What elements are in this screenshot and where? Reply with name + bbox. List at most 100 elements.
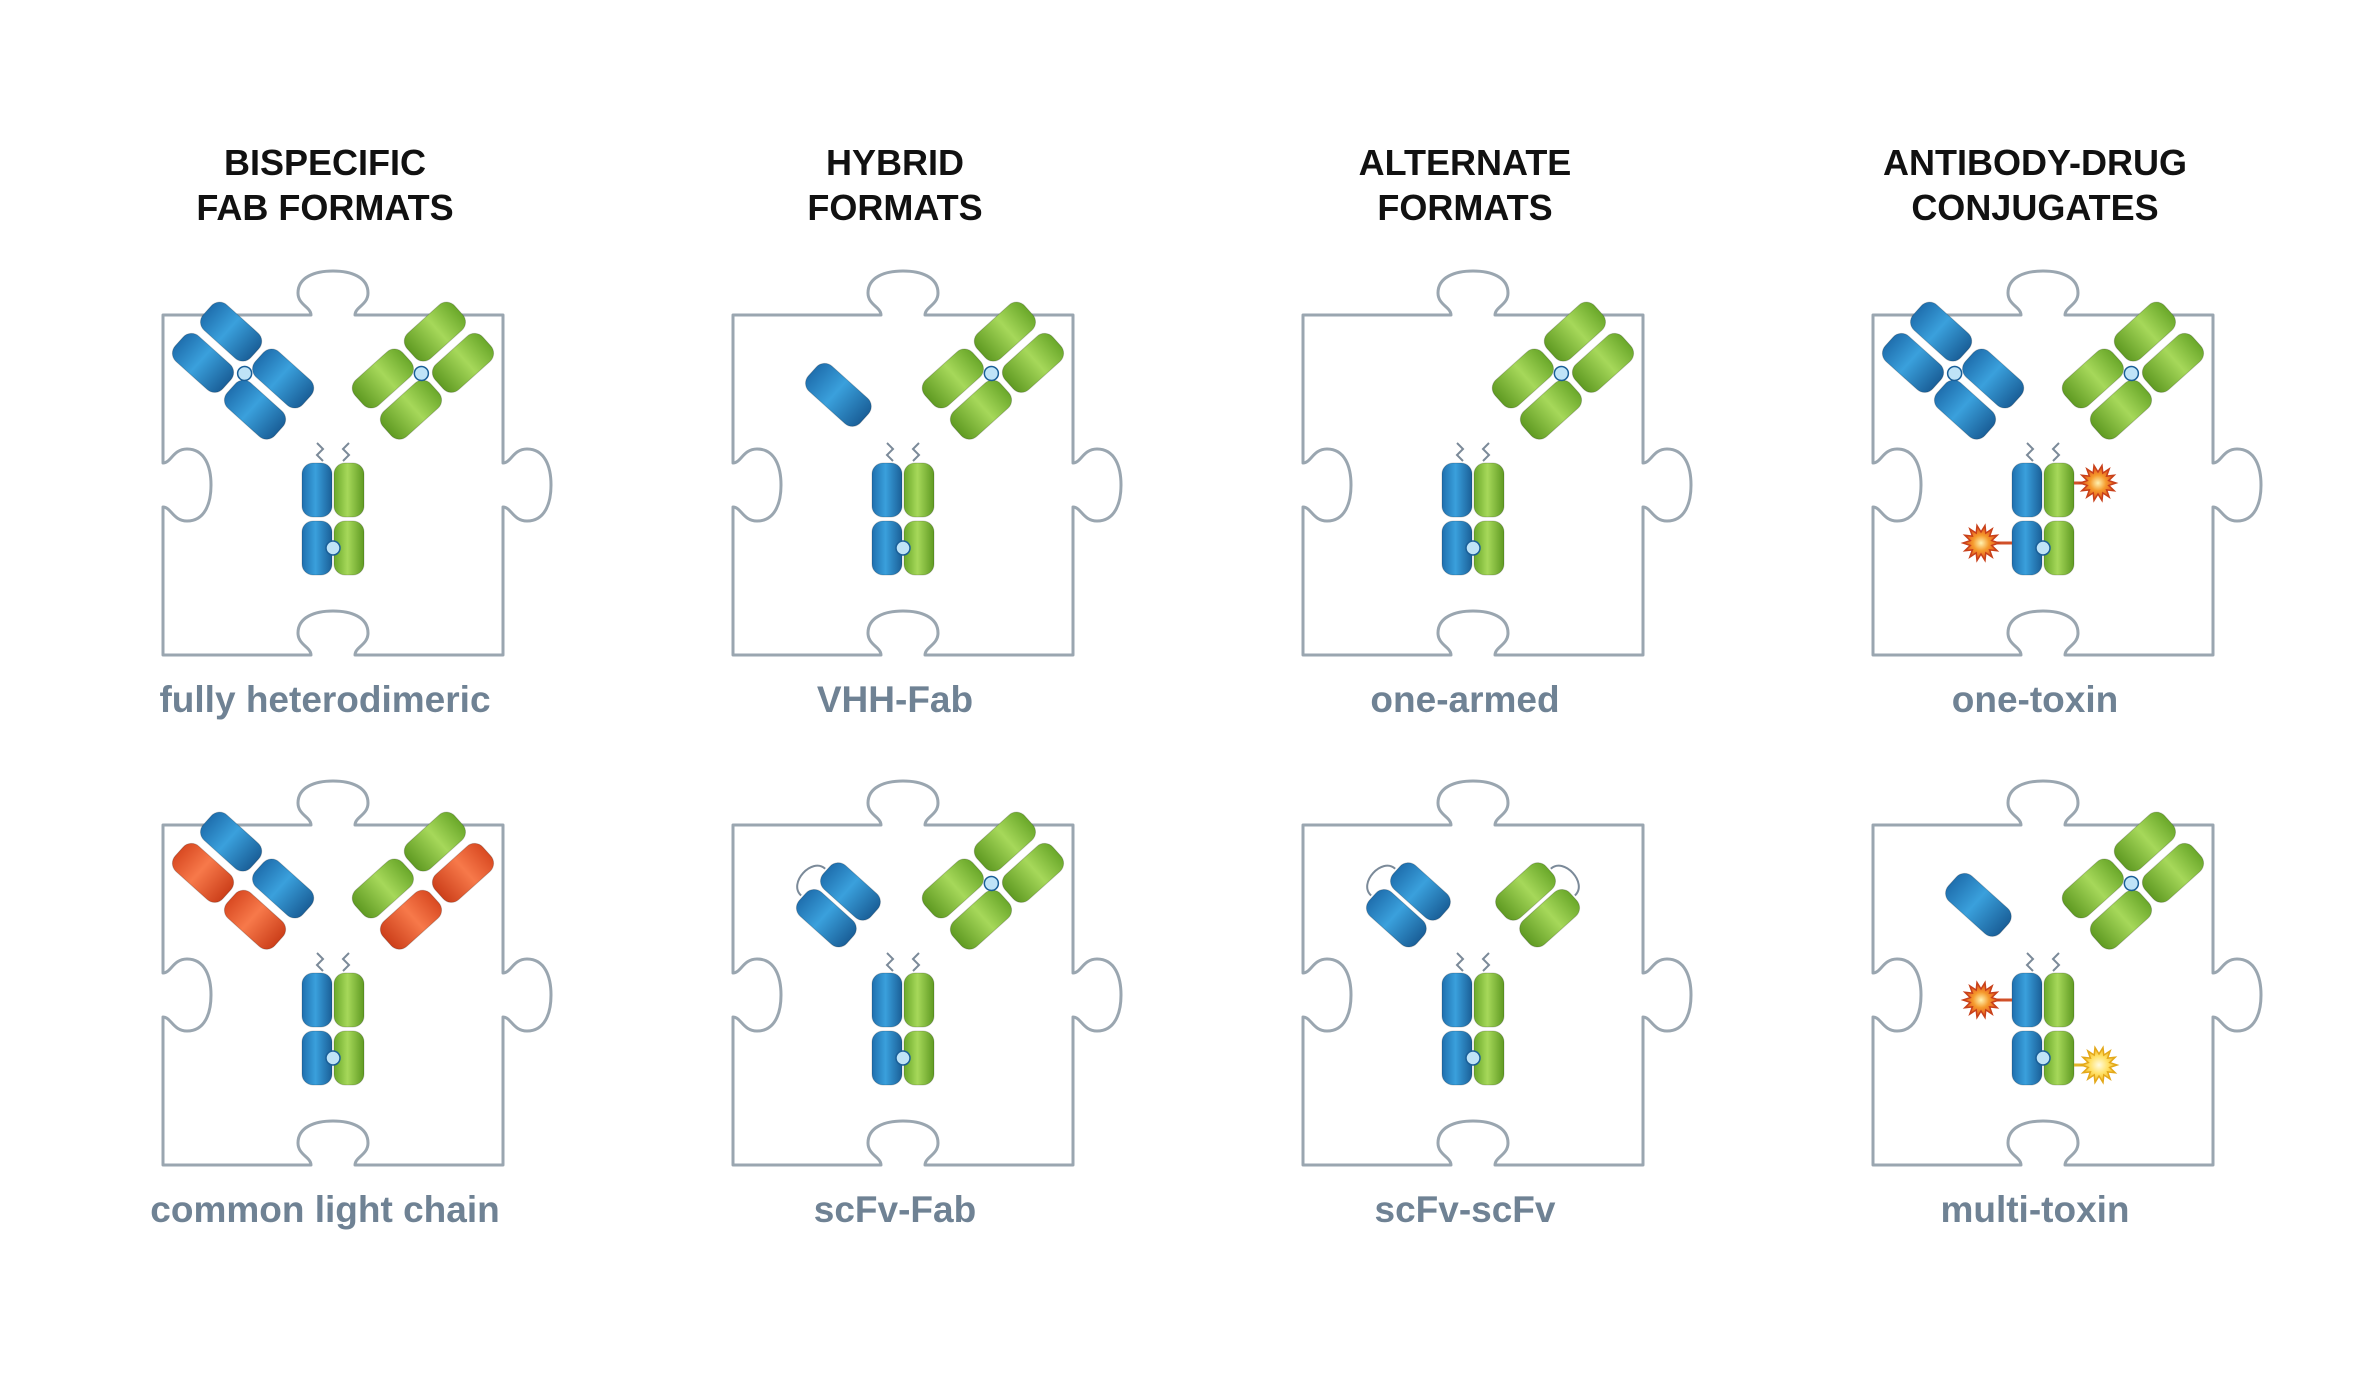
right-arm (921, 301, 1065, 440)
disulfide-dot (1946, 365, 1963, 382)
right-arm (1491, 301, 1635, 440)
heavy-domain (252, 858, 315, 919)
fc-knob (1465, 540, 1481, 556)
format-tile (161, 779, 553, 1167)
left-arm (171, 301, 315, 440)
light-domain (1001, 332, 1065, 393)
column-title: HYBRID (826, 142, 964, 183)
format-tile (731, 269, 1123, 657)
right-arm (921, 811, 1065, 950)
light-domain (1519, 379, 1583, 440)
scfv-domain (1495, 862, 1556, 921)
heavy-domain (199, 811, 263, 872)
scfv-domain (820, 862, 881, 921)
disulfide-dot (2123, 365, 2140, 382)
hinge-region (1455, 442, 1491, 462)
format-tile (1871, 779, 2263, 1167)
fc-green-ch2 (1473, 972, 1505, 1028)
right-arm (2061, 301, 2205, 440)
heavy-domain (1491, 348, 1554, 409)
antibody (1945, 811, 2205, 1086)
scfv-domain (1365, 888, 1427, 948)
toxin-orange (1960, 523, 2012, 563)
left-arm (171, 811, 315, 950)
column-title: FAB FORMATS (196, 187, 453, 228)
disulfide-dot (983, 875, 1000, 892)
scfv-domain (795, 888, 857, 948)
scfv-linker (1366, 864, 1396, 897)
fc-blue-ch2 (1441, 972, 1473, 1028)
toxin-star (1960, 980, 2002, 1020)
hinge-region (885, 952, 921, 972)
puzzle-piece-outline (1301, 269, 1693, 657)
heavy-domain (351, 348, 414, 409)
fc-blue-ch2 (871, 972, 903, 1028)
light-domain (171, 842, 235, 903)
scfv-linker (1550, 864, 1580, 897)
antibody (171, 811, 495, 1086)
fc-green-ch2 (903, 972, 935, 1028)
format-label: common light chain (150, 1189, 499, 1230)
light-domain (949, 889, 1013, 950)
hinge-region (315, 952, 351, 972)
heavy-domain (973, 811, 1037, 872)
light-domain (223, 379, 287, 440)
right-arm (2061, 811, 2205, 950)
toxin-star (2077, 463, 2119, 503)
toxin-yellow (2074, 1045, 2120, 1085)
heavy-domain (2061, 858, 2124, 919)
heavy-domain (252, 348, 315, 409)
fc-blue-ch2 (301, 972, 333, 1028)
column-title: FORMATS (1377, 187, 1552, 228)
puzzle-piece-outline (731, 779, 1123, 1167)
light-domain (171, 332, 235, 393)
format-tile (1301, 779, 1693, 1167)
column-title: CONJUGATES (1911, 187, 2158, 228)
fc-green-ch2 (1473, 462, 1505, 518)
fc-knob (1465, 1050, 1481, 1066)
toxin-orange (1960, 980, 2012, 1020)
format-tile (1871, 269, 2263, 657)
toxin-star (2078, 1045, 2120, 1085)
fc-green-ch2 (333, 462, 365, 518)
antibody (171, 301, 495, 576)
puzzle-piece-outline (1871, 269, 2263, 657)
fc-knob (2035, 1050, 2051, 1066)
light-domain (431, 842, 495, 903)
antibody (795, 811, 1065, 1086)
right-arm (1495, 862, 1581, 948)
fc-green-ch2 (2043, 462, 2075, 518)
light-domain (379, 889, 443, 950)
antibody (1881, 301, 2205, 576)
heavy-domain (921, 858, 984, 919)
column-title: BISPECIFIC (224, 142, 426, 183)
heavy-domain (1962, 348, 2025, 409)
light-domain (1001, 842, 1065, 903)
heavy-domain (351, 858, 414, 919)
hinge-region (2025, 952, 2061, 972)
puzzle-piece-outline (161, 269, 553, 657)
light-domain (2141, 842, 2205, 903)
left-arm (1365, 862, 1451, 948)
toxin-star (1960, 523, 2002, 563)
disulfide-dot (1553, 365, 1570, 382)
heavy-domain (403, 301, 467, 362)
light-domain (431, 332, 495, 393)
left-arm (1881, 301, 2025, 440)
antibody (1365, 862, 1581, 1086)
scfv-domain (1519, 888, 1581, 948)
puzzle-piece-outline (1871, 779, 2263, 1167)
format-label: one-armed (1370, 679, 1559, 720)
format-tile (1301, 269, 1693, 657)
disulfide-dot (983, 365, 1000, 382)
fc-blue-ch2 (2011, 462, 2043, 518)
fc-knob (2035, 540, 2051, 556)
fc-knob (325, 1050, 341, 1066)
light-domain (223, 889, 287, 950)
heavy-domain (2113, 301, 2177, 362)
column-title: ALTERNATE (1359, 142, 1572, 183)
scfv-linker (796, 864, 826, 897)
heavy-domain (199, 301, 263, 362)
left-arm (795, 862, 881, 948)
fc-green-ch2 (2043, 972, 2075, 1028)
